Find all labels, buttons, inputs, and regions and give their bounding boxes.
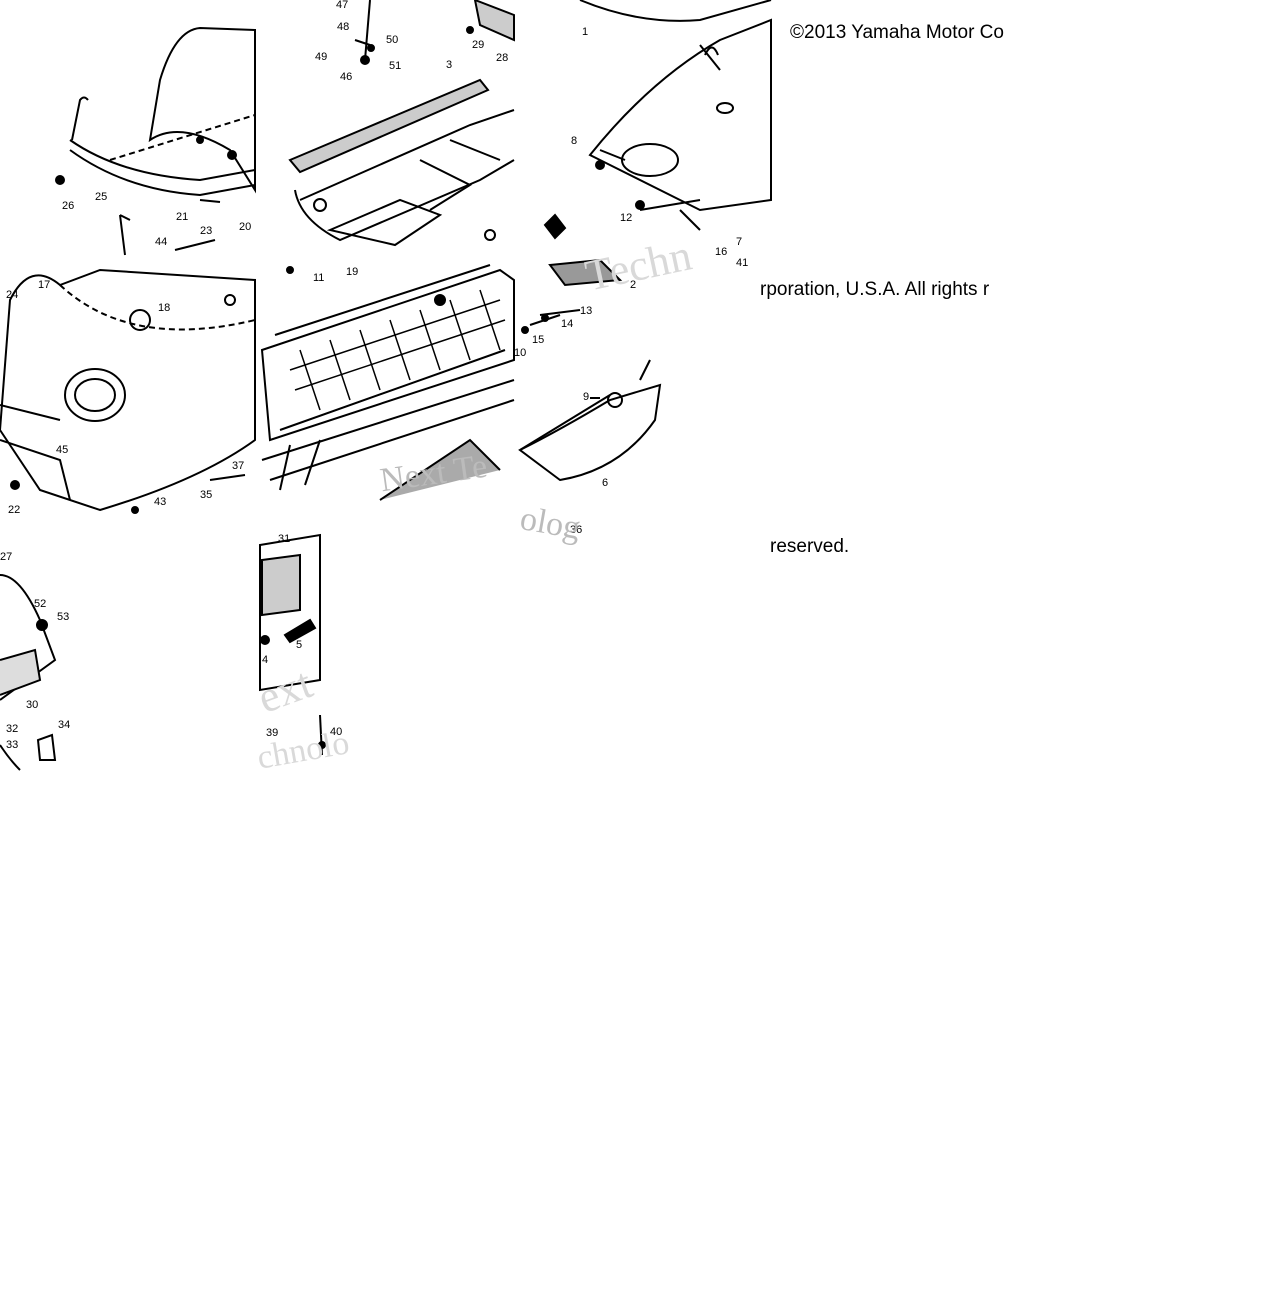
callout-22: 22 xyxy=(8,504,20,516)
callout-4: 4 xyxy=(262,654,268,666)
callout-1: 1 xyxy=(582,26,588,38)
callout-47: 47 xyxy=(336,0,348,11)
copyright-line-3: reserved. xyxy=(770,536,850,557)
callout-12: 12 xyxy=(620,212,632,224)
callout-43: 43 xyxy=(154,496,166,508)
callout-9: 9 xyxy=(583,391,589,403)
callout-49: 49 xyxy=(315,51,327,63)
callout-15: 15 xyxy=(532,334,544,346)
callout-7: 7 xyxy=(736,236,742,248)
callout-25: 25 xyxy=(95,191,107,203)
callout-11: 11 xyxy=(313,272,324,284)
callout-33: 33 xyxy=(6,739,18,751)
callout-16: 16 xyxy=(715,246,727,258)
frame-lattice-tile xyxy=(260,264,515,501)
callout-53: 53 xyxy=(57,611,69,623)
callout-50: 50 xyxy=(386,34,398,46)
callout-52: 52 xyxy=(34,598,46,610)
callout-17: 17 xyxy=(38,279,50,291)
callout-32: 32 xyxy=(6,723,18,735)
callout-27: 27 xyxy=(0,551,12,563)
callout-29: 29 xyxy=(472,39,484,51)
callout-19: 19 xyxy=(346,266,358,278)
callout-10: 10 xyxy=(514,347,526,359)
callout-14: 14 xyxy=(561,318,573,330)
callout-28: 28 xyxy=(496,52,508,64)
callout-41: 41 xyxy=(736,257,748,269)
callout-18: 18 xyxy=(158,302,170,314)
callout-40: 40 xyxy=(330,726,342,738)
callout-46: 46 xyxy=(340,71,352,83)
lower-hood-tile xyxy=(0,574,57,771)
callout-39: 39 xyxy=(266,727,278,739)
callout-5: 5 xyxy=(296,639,302,651)
callout-24: 24 xyxy=(6,289,18,301)
callout-51: 51 xyxy=(389,60,401,72)
callout-31: 31 xyxy=(278,533,290,545)
callout-8: 8 xyxy=(571,135,577,147)
callout-48: 48 xyxy=(337,21,349,33)
rear-panel-tile xyxy=(543,0,772,240)
callout-2: 2 xyxy=(630,279,636,291)
callout-20: 20 xyxy=(239,221,251,233)
callout-numbers: 1234567891011121314151617181920212223242… xyxy=(0,0,748,751)
callout-6: 6 xyxy=(602,477,608,489)
copyright-line-1: ©2013 Yamaha Motor Co xyxy=(790,22,1004,43)
callout-35: 35 xyxy=(200,489,212,501)
callout-45: 45 xyxy=(56,444,68,456)
copyright-line-2: rporation, U.S.A. All rights r xyxy=(760,279,990,300)
front-hood-tile xyxy=(0,268,256,514)
callout-44: 44 xyxy=(155,236,167,248)
side-panel-tile xyxy=(518,258,662,482)
callout-21: 21 xyxy=(176,211,188,223)
windshield-tile xyxy=(55,26,256,256)
callout-34: 34 xyxy=(58,719,70,731)
footrest-tile xyxy=(288,0,515,247)
callout-37: 37 xyxy=(232,460,244,472)
callout-26: 26 xyxy=(62,200,74,212)
callout-23: 23 xyxy=(200,225,212,237)
callout-13: 13 xyxy=(580,305,592,317)
callout-36: 36 xyxy=(570,524,582,536)
callout-30: 30 xyxy=(26,699,38,711)
step-plate-tile xyxy=(259,533,326,756)
callout-3: 3 xyxy=(446,59,452,71)
